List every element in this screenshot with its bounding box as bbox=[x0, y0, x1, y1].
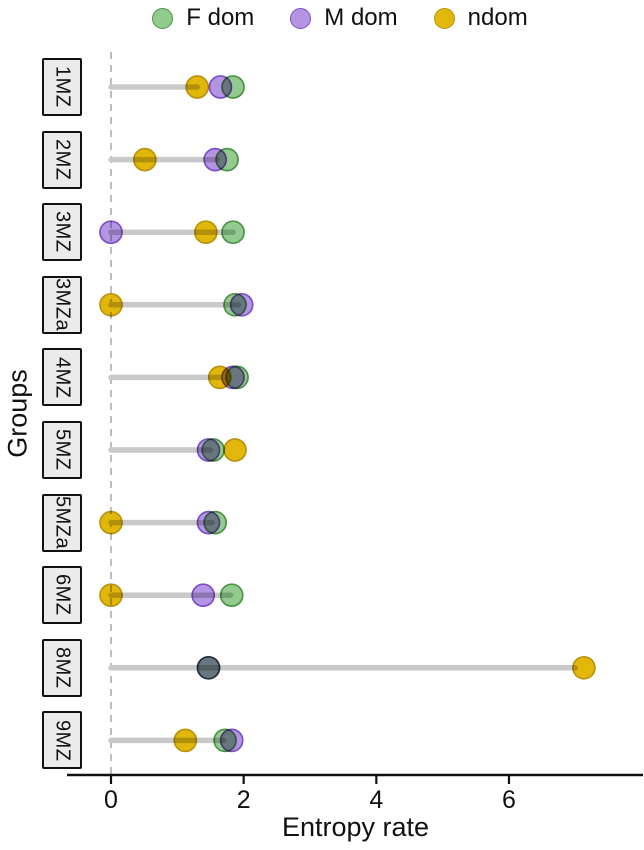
legend-label: F dom bbox=[186, 4, 255, 31]
strip-label-text: 8MZ bbox=[51, 647, 74, 689]
legend-label: ndom bbox=[467, 4, 528, 31]
strip-label-3MZ: 3MZ bbox=[42, 203, 82, 262]
data-point-9MZ-ndom bbox=[173, 728, 198, 753]
data-point-2MZ-F-dom bbox=[215, 147, 239, 172]
data-point-3MZ-M-dom bbox=[99, 220, 123, 245]
data-point-1MZ-F-dom bbox=[221, 75, 245, 99]
strip-label-3MZa: 3MZa bbox=[42, 275, 82, 334]
strip-label-5MZ: 5MZ bbox=[42, 421, 82, 479]
strip-label-4MZ: 4MZ bbox=[42, 348, 82, 407]
strip-label-1MZ: 1MZ bbox=[42, 58, 82, 116]
strip-label-text: 3MZa bbox=[51, 278, 74, 332]
data-point-8MZ-M-dom bbox=[196, 655, 221, 680]
legend-swatch-icon bbox=[433, 7, 455, 29]
data-point-3MZa-M-dom bbox=[229, 292, 254, 317]
x-tick-label: 6 bbox=[502, 786, 516, 814]
strip-label-9MZ: 9MZ bbox=[42, 711, 82, 770]
data-point-2MZ-ndom bbox=[132, 147, 157, 172]
legend-label: M dom bbox=[324, 4, 398, 31]
strip-label-8MZ: 8MZ bbox=[42, 638, 82, 697]
chart-legend: F dom M dom ndom bbox=[0, 4, 644, 32]
strip-label-text: 5MZ bbox=[51, 429, 74, 471]
data-point-6MZ-ndom bbox=[99, 583, 123, 608]
strip-label-5MZa: 5MZa bbox=[42, 493, 82, 552]
data-point-9MZ-M-dom bbox=[219, 728, 244, 753]
data-point-5MZ-ndom bbox=[223, 438, 247, 462]
legend-swatch-icon bbox=[290, 7, 312, 29]
data-point-4MZ-M-dom bbox=[221, 365, 245, 390]
legend-item-F-dom: F dom bbox=[152, 4, 254, 32]
x-tick-label: 0 bbox=[104, 786, 118, 814]
data-point-6MZ-M-dom bbox=[191, 583, 216, 608]
strip-label-6MZ: 6MZ bbox=[42, 566, 82, 625]
strip-label-text: 4MZ bbox=[51, 356, 74, 399]
data-point-6MZ-F-dom bbox=[219, 583, 244, 608]
data-point-3MZ-F-dom bbox=[221, 220, 245, 245]
data-point-1MZ-ndom bbox=[185, 75, 210, 99]
strip-label-2MZ: 2MZ bbox=[42, 130, 82, 189]
data-point-8MZ-ndom bbox=[572, 655, 596, 680]
strip-label-text: 2MZ bbox=[51, 138, 74, 181]
strip-label-text: 5MZa bbox=[51, 496, 74, 550]
legend-item-ndom: ndom bbox=[433, 4, 528, 32]
data-point-5MZ-M-dom bbox=[196, 438, 221, 462]
strip-label-text: 6MZ bbox=[51, 574, 74, 616]
data-point-3MZ-ndom bbox=[194, 220, 218, 245]
strip-label-text: 3MZ bbox=[51, 211, 74, 253]
data-point-5MZa-ndom bbox=[99, 510, 123, 535]
y-axis-title: Groups bbox=[2, 369, 33, 458]
x-axis-title: Entropy rate bbox=[281, 812, 430, 842]
data-point-3MZa-ndom bbox=[99, 292, 123, 317]
strip-label-text: 1MZ bbox=[51, 66, 74, 108]
legend-item-M-dom: M dom bbox=[290, 4, 398, 32]
data-point-5MZa-M-dom bbox=[196, 510, 221, 535]
strip-label-text: 9MZ bbox=[51, 719, 74, 762]
x-tick-label: 2 bbox=[237, 786, 251, 814]
legend-swatch-icon bbox=[152, 7, 174, 29]
x-tick-label: 4 bbox=[369, 786, 383, 814]
